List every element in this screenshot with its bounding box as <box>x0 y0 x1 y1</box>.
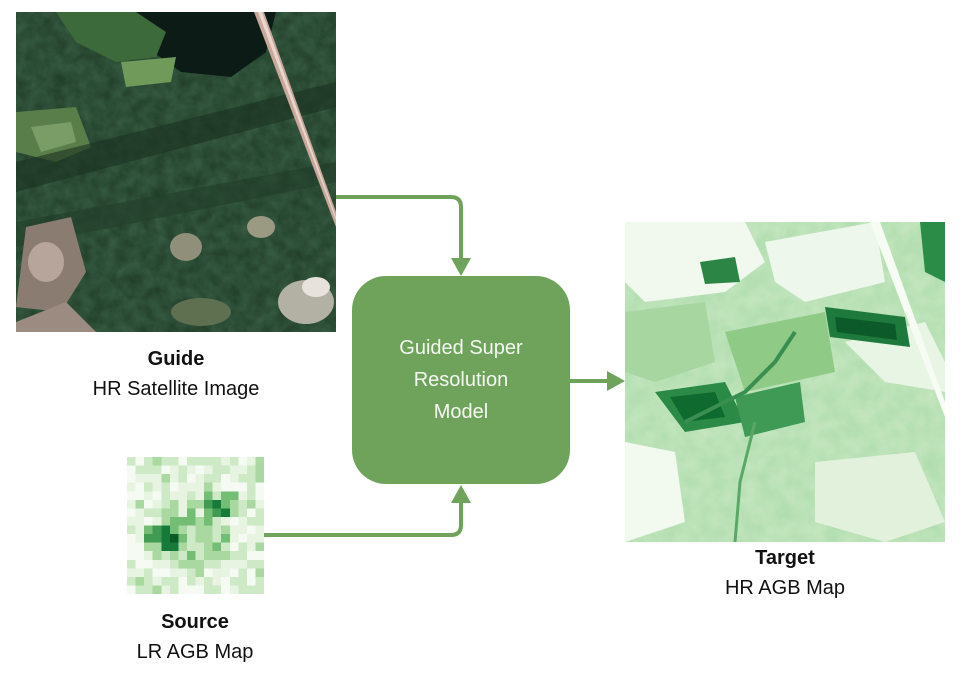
source-caption: Source LR AGB Map <box>95 607 295 667</box>
source-lr-agb-map <box>127 457 264 594</box>
guide-caption: Guide HR Satellite Image <box>16 344 336 404</box>
source-title: Source <box>161 611 229 633</box>
target-caption: Target HR AGB Map <box>685 543 885 603</box>
guide-satellite-image <box>16 12 336 332</box>
model-label: Guided Super Resolution Model <box>399 337 523 423</box>
target-hr-agb-map <box>625 222 945 542</box>
guide-title: Guide <box>147 348 205 370</box>
source-arrowhead <box>451 485 471 503</box>
super-resolution-model-box: Guided Super Resolution Model <box>352 276 570 484</box>
guide-arrowhead <box>451 258 471 276</box>
source-subtitle: LR AGB Map <box>136 641 254 663</box>
target-arrowhead <box>607 371 625 391</box>
target-title: Target <box>755 547 815 569</box>
guide-to-model-arrow <box>336 195 463 258</box>
source-to-model-arrow <box>264 503 463 537</box>
target-subtitle: HR AGB Map <box>724 577 846 599</box>
guide-subtitle: HR Satellite Image <box>92 378 260 400</box>
